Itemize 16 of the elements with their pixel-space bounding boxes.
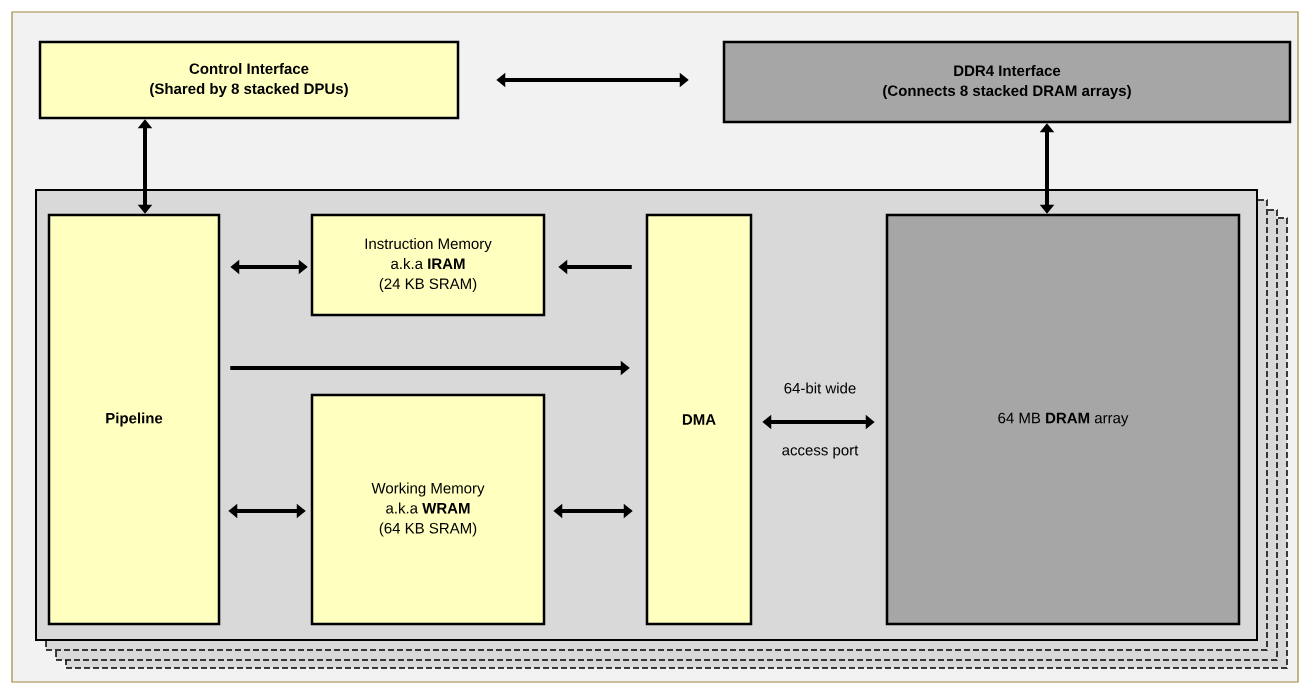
arrow <box>1039 123 1055 214</box>
memory-box: Working Memory a.k.a WRAM (64 KB SRAM) <box>310 393 546 626</box>
arrow <box>230 259 308 275</box>
arrow <box>137 119 153 214</box>
interface-box: DDR4 Interface (Connects 8 stacked DRAM arrays) <box>722 40 1292 124</box>
arrow <box>228 503 306 519</box>
arrow <box>762 414 875 430</box>
arrow <box>553 503 633 519</box>
dma-box: DMA <box>645 213 753 626</box>
memory-box: Instruction Memory a.k.a IRAM (24 KB SRAM) <box>310 213 546 317</box>
pipeline-box: Pipeline <box>47 213 221 626</box>
port-label: access port <box>782 445 859 459</box>
dram-array-box: 64 MB DRAM array <box>885 213 1241 626</box>
interface-box: Control Interface (Shared by 8 stacked DPUs) <box>38 40 460 120</box>
arrow <box>496 72 689 88</box>
port-label: 64-bit wide <box>784 382 856 394</box>
